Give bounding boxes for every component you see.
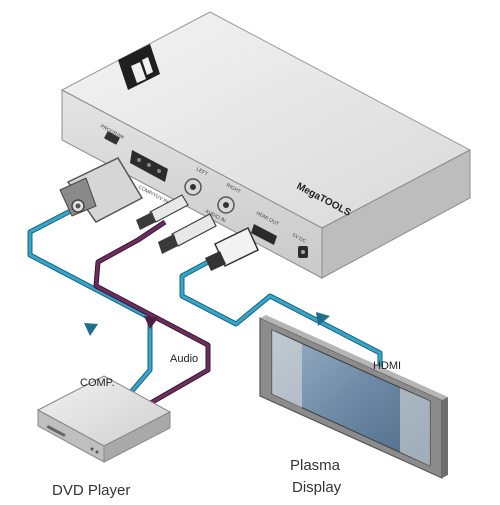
display-caption-line1: Plasma <box>290 457 341 474</box>
audio-arrow <box>144 316 158 329</box>
hdmi-label: HDMI <box>373 360 401 372</box>
comp-video-cable <box>27 201 153 407</box>
brand-logo <box>118 44 160 90</box>
audio-plug-right <box>158 213 217 254</box>
device-right-face <box>321 149 471 279</box>
hdmi-plug <box>205 226 259 271</box>
plasma-display <box>259 315 448 479</box>
comp-label: COMP. <box>80 377 115 389</box>
display-caption-line2: Display <box>292 479 342 496</box>
converter-device: MegaTOOLS PROGRAM COMP/YUV INPUT LEFT RI… <box>60 11 472 279</box>
audio-plug-left <box>136 194 189 230</box>
audio-cable <box>93 219 211 411</box>
audio-left-port: LEFT <box>184 166 209 196</box>
dvd-player <box>36 375 172 463</box>
dvd-caption: DVD Player <box>52 482 130 499</box>
hdmi-arrow <box>316 312 330 326</box>
svg-text:LEFT: LEFT <box>195 166 209 177</box>
comp-arrow <box>84 323 98 336</box>
comp-connector <box>59 157 144 223</box>
audio-label: Audio <box>170 353 198 365</box>
